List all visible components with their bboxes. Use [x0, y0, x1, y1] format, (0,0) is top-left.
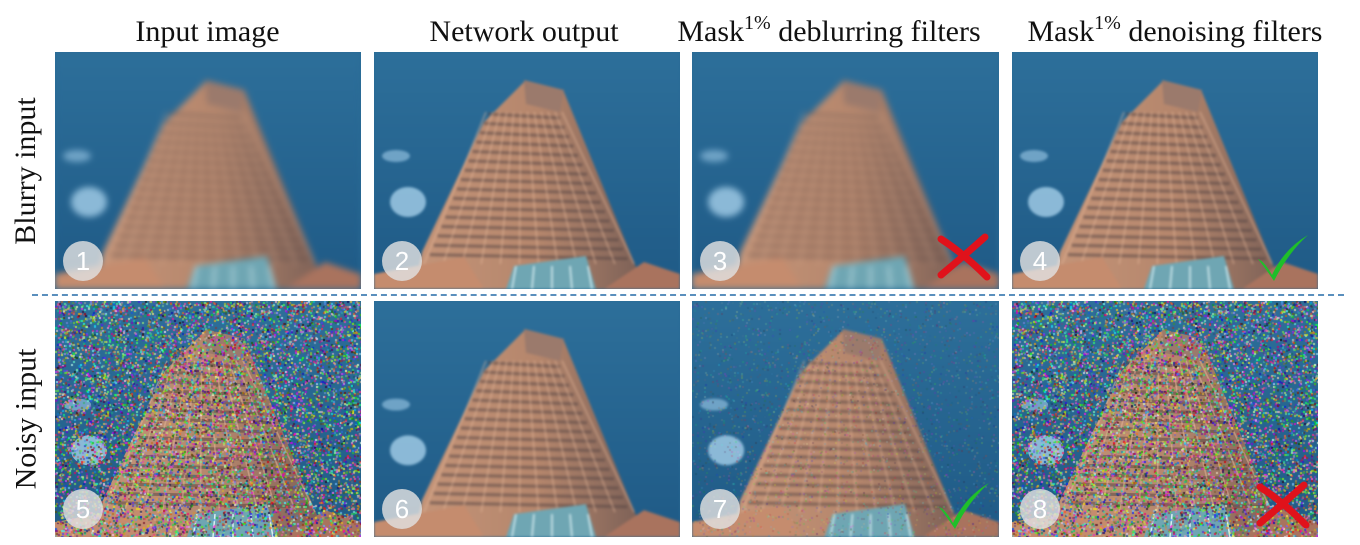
image-panel-8: 8: [1012, 301, 1318, 537]
row-divider: [32, 294, 1344, 296]
noise-overlay: [692, 301, 999, 537]
panel-number-badge: 7: [700, 489, 740, 529]
column-title-mask-denoising: Mask1% denoising filters: [1027, 12, 1323, 48]
noise-overlay: [55, 301, 361, 537]
building-photo: [374, 301, 680, 537]
column-title-network-output: Network output: [429, 15, 619, 48]
column-title-mask-deblurring: Mask1% deblurring filters: [677, 12, 981, 48]
image-panel-6: 6: [374, 301, 680, 537]
panel-number-badge: 3: [700, 241, 740, 281]
row-label-blurry: Blurry input: [9, 97, 42, 245]
panel-number-badge: 8: [1020, 489, 1060, 529]
building-photo: [692, 52, 999, 289]
check-icon: [939, 483, 989, 529]
check-icon: [1258, 235, 1308, 281]
noise-overlay: [1012, 301, 1318, 537]
image-panel-3: 3: [692, 52, 999, 289]
building-photo: [55, 52, 361, 289]
image-panel-2: 2: [374, 52, 680, 289]
cross-icon: [937, 233, 991, 281]
panel-number-badge: 4: [1020, 241, 1060, 281]
panel-number-badge: 1: [63, 241, 103, 281]
panel-number-badge: 6: [382, 489, 422, 529]
image-panel-1: 1: [55, 52, 361, 289]
image-panel-4: 4: [1012, 52, 1318, 289]
cross-icon: [1256, 481, 1310, 529]
column-title-input-image: Input image: [135, 15, 280, 48]
panel-number-badge: 2: [382, 241, 422, 281]
panel-number-badge: 5: [63, 489, 103, 529]
building-photo: [1012, 52, 1318, 289]
image-panel-7: 7: [692, 301, 999, 537]
building-photo: [374, 52, 680, 289]
row-label-noisy: Noisy input: [9, 348, 43, 490]
image-panel-5: 5: [55, 301, 361, 537]
